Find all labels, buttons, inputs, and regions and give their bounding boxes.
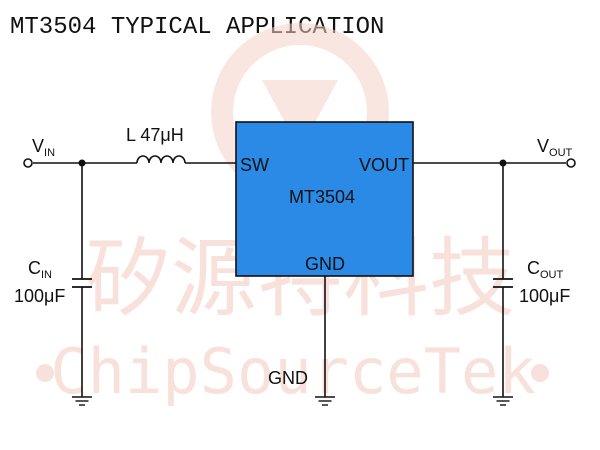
cin-capacitor-symbol	[72, 278, 92, 288]
cout-label-main: C	[527, 258, 540, 278]
vin-label-sub: IN	[44, 147, 55, 159]
ic-chip	[235, 121, 414, 277]
ground-label: GND	[268, 368, 308, 388]
vout-label-sub: OUT	[549, 147, 573, 159]
cin-value: 100μF	[14, 286, 65, 306]
ic-pin-sw-label: SW	[240, 155, 269, 175]
vin-terminal	[23, 158, 33, 168]
wires	[33, 162, 566, 397]
ground-symbol-center	[315, 396, 335, 406]
vin-label: VIN	[32, 136, 55, 159]
junction-output	[499, 159, 507, 167]
junction-input	[78, 159, 86, 167]
watermark-dot-left	[36, 364, 54, 382]
inductor-label: L 47μH	[126, 125, 184, 145]
vout-label: VOUT	[537, 136, 573, 159]
ic-pin-gnd-label: GND	[305, 254, 345, 274]
vout-terminal	[566, 158, 576, 168]
ground-symbol-right	[493, 396, 513, 406]
ic-pin-vout-label: VOUT	[359, 155, 409, 175]
inductor-symbol	[136, 155, 186, 164]
watermark-logo-mark	[262, 80, 338, 150]
vin-label-main: V	[32, 136, 44, 156]
watermark-english-text: ChipSourceTek	[50, 335, 535, 408]
cout-capacitor-symbol	[493, 278, 513, 288]
ground-symbol-left	[72, 396, 92, 406]
cin-label-main: C	[28, 258, 41, 278]
cin-label-sub: IN	[41, 269, 52, 281]
cin-label: CIN	[28, 258, 52, 281]
vout-label-main: V	[537, 136, 549, 156]
watermark-dot-right	[531, 364, 549, 382]
ic-name-label: MT3504	[289, 187, 355, 207]
cout-value: 100μF	[519, 286, 570, 306]
cout-label: COUT	[527, 258, 564, 281]
cout-label-sub: OUT	[540, 269, 564, 281]
